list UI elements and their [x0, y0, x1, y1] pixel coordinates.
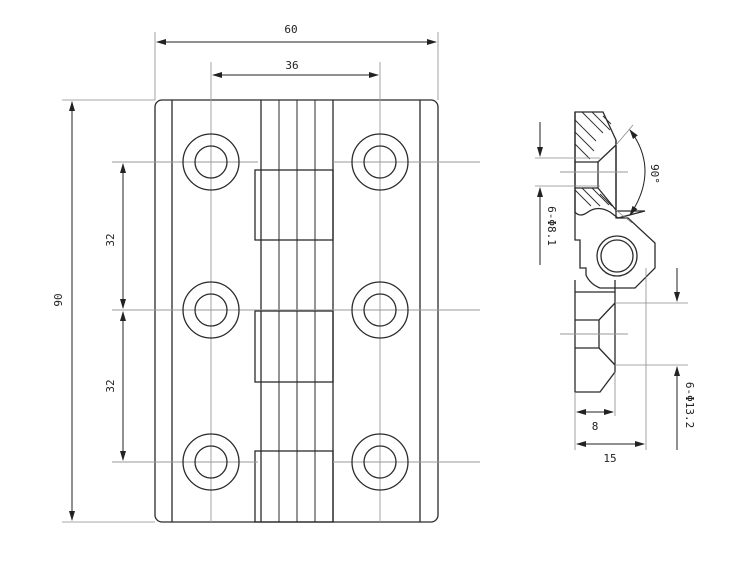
- dim-label-15: 15: [603, 452, 616, 465]
- dimension-overall-height: 90: [52, 99, 155, 523]
- countersunk-hole: [351, 133, 409, 191]
- hinge-pin-inner: [600, 239, 634, 273]
- dim-label-8: 8: [592, 420, 599, 433]
- dimension-hole-pitch-upper: 32: [104, 163, 126, 309]
- dim-label-60: 60: [284, 23, 297, 36]
- dim-label-90-degrees: 90°: [648, 164, 661, 184]
- dimension-overall-thickness: 15: [576, 268, 647, 465]
- side-view: 90° 6-Φ8.1 6-Φ13.2 8 15: [535, 111, 696, 465]
- knuckle-segment: [254, 450, 334, 523]
- section-hatching: [574, 111, 613, 207]
- dimension-hole-pitch-lower: 32: [104, 311, 126, 461]
- dim-label-36: 36: [285, 59, 298, 72]
- countersunk-hole: [182, 433, 240, 491]
- dimension-overall-width: 60: [154, 23, 439, 100]
- countersunk-hole: [351, 433, 409, 491]
- countersunk-hole: [182, 133, 240, 191]
- dimension-leaf-thickness: 8: [574, 372, 616, 450]
- dim-label-countersink-diameter: 6-Φ13.2: [683, 382, 696, 428]
- knuckle: [254, 100, 334, 523]
- dimension-countersink-diameter: 6-Φ13.2: [615, 268, 696, 450]
- front-view: 60 36 90 32 32: [52, 23, 480, 523]
- dim-label-90: 90: [52, 293, 65, 306]
- dimension-hole-diameter: 6-Φ8.1: [535, 122, 600, 265]
- countersunk-hole: [182, 281, 240, 339]
- dimension-countersink-angle: 90°: [615, 124, 661, 224]
- dim-label-hole-diameter: 6-Φ8.1: [545, 206, 558, 246]
- knuckle-segment: [254, 169, 334, 241]
- dimension-hole-spacing: 36: [212, 59, 379, 78]
- lower-leaf: [574, 280, 616, 393]
- dim-label-32-upper: 32: [104, 233, 117, 246]
- hinge-pin-outer: [596, 235, 638, 277]
- knuckle-segment: [254, 310, 334, 383]
- dim-label-32-lower: 32: [104, 379, 117, 392]
- countersunk-hole: [351, 281, 409, 339]
